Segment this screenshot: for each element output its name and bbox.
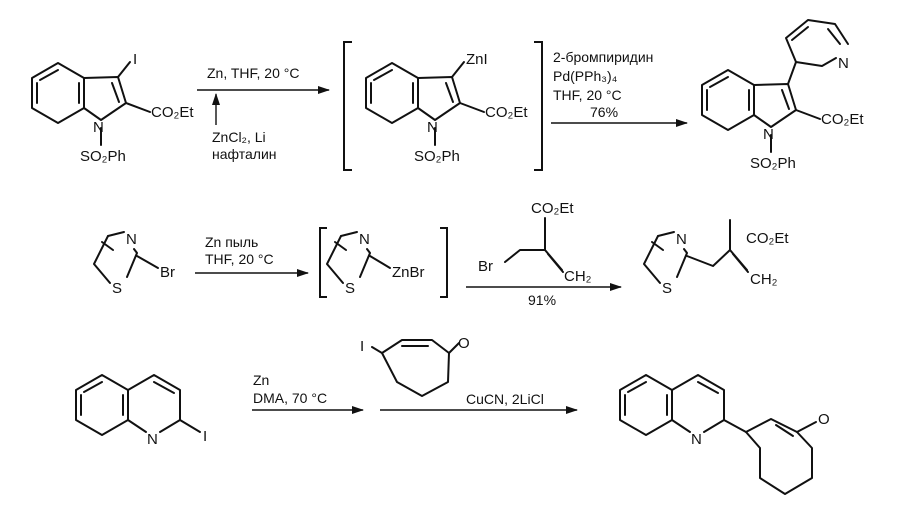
thiazole-nitrogen-label: N <box>676 231 687 248</box>
reaction2-start-molecule: N S Br <box>93 231 175 297</box>
quinoline-nitrogen-label: N <box>691 431 702 448</box>
sulfonyl-label: SO₂Ph <box>80 148 126 165</box>
left-bracket <box>343 41 352 171</box>
methylene-label: CH₂ <box>750 271 778 288</box>
solvent-temperature: DMA, 70 °C <box>253 390 327 406</box>
catalyst: Pd(PPh₃)₄ <box>553 68 618 84</box>
reagent-ester-label: CO₂Et <box>531 200 574 217</box>
product-ester-label: CO₂Et <box>746 230 789 247</box>
reaction3-step2: I O CuCN, 2LiCl <box>360 335 578 414</box>
right-bracket <box>440 227 448 298</box>
ester-label: CO₂Et <box>485 104 528 121</box>
reaction1-product: N N CO₂Et SO₂Ph <box>701 19 864 172</box>
indole-nitrogen-label: N <box>427 119 438 136</box>
reaction3-step1: Zn DMA, 70 °C <box>252 372 364 414</box>
zinc-dust-label: Zn пыль <box>205 234 258 250</box>
reaction2-step1: Zn пыль THF, 20 °C <box>195 234 309 277</box>
right-bracket <box>534 41 543 171</box>
coupling-partner: 2-бромпиридин <box>553 49 653 65</box>
solvent-temperature: THF, 20 °C <box>553 87 622 103</box>
ketone-oxygen-label: O <box>458 335 470 352</box>
left-bracket <box>319 227 327 298</box>
reaction2-step2: Br CO₂Et CH₂ 91% <box>466 200 622 308</box>
zinc-label: Zn <box>253 372 269 388</box>
solvent-temperature: THF, 20 °C <box>205 251 274 267</box>
indole-nitrogen-label: N <box>93 119 104 136</box>
reaction1-step1: Zn, THF, 20 °C ZnCl₂, Li нафталин <box>197 65 330 162</box>
ester-label: CO₂Et <box>821 111 864 128</box>
sulfonyl-label: SO₂Ph <box>414 148 460 165</box>
indole-nitrogen-label: N <box>763 126 774 143</box>
quinoline-nitrogen-label: N <box>147 431 158 448</box>
pyridine-nitrogen-label: N <box>838 55 849 72</box>
zinc-iodide-label: ZnI <box>466 51 488 68</box>
vinyl-iodo-label: I <box>360 338 364 355</box>
reaction2-product: N S CO₂Et CH₂ <box>643 219 789 297</box>
copper-reagents: CuCN, 2LiCl <box>466 391 544 407</box>
reaction2-intermediate: N S ZnBr <box>319 227 448 298</box>
iodo-label: I <box>203 428 207 445</box>
reaction3-product: N O <box>619 374 830 495</box>
reaction1-intermediate: ZnI N CO₂Et SO₂Ph <box>343 41 543 171</box>
step1-conditions: Zn, THF, 20 °C <box>207 65 299 81</box>
reaction1-step2: 2-бромпиридин Pd(PPh₃)₄ THF, 20 °C 76% <box>551 49 688 127</box>
methylene-label: CH₂ <box>564 268 592 285</box>
reaction3-start-molecule: N I <box>75 374 207 448</box>
activation-solvent: нафталин <box>212 146 277 162</box>
yield-label: 76% <box>590 104 618 120</box>
ester-label: CO₂Et <box>151 104 194 121</box>
sulfonyl-label: SO₂Ph <box>750 155 796 172</box>
reaction1-start-molecule: I N CO₂Et SO₂Ph <box>31 51 194 165</box>
iodo-label: I <box>133 51 137 68</box>
activation-reagents: ZnCl₂, Li <box>212 129 266 145</box>
thiazole-sulfur-label: S <box>662 280 672 297</box>
allyl-bromo-label: Br <box>478 258 493 275</box>
thiazole-nitrogen-label: N <box>126 231 137 248</box>
ketone-oxygen-label: O <box>818 411 830 428</box>
thiazole-nitrogen-label: N <box>359 231 370 248</box>
yield-label: 91% <box>528 292 556 308</box>
thiazole-sulfur-label: S <box>112 280 122 297</box>
zinc-bromide-label: ZnBr <box>392 264 425 281</box>
thiazole-sulfur-label: S <box>345 280 355 297</box>
bromo-label: Br <box>160 264 175 281</box>
